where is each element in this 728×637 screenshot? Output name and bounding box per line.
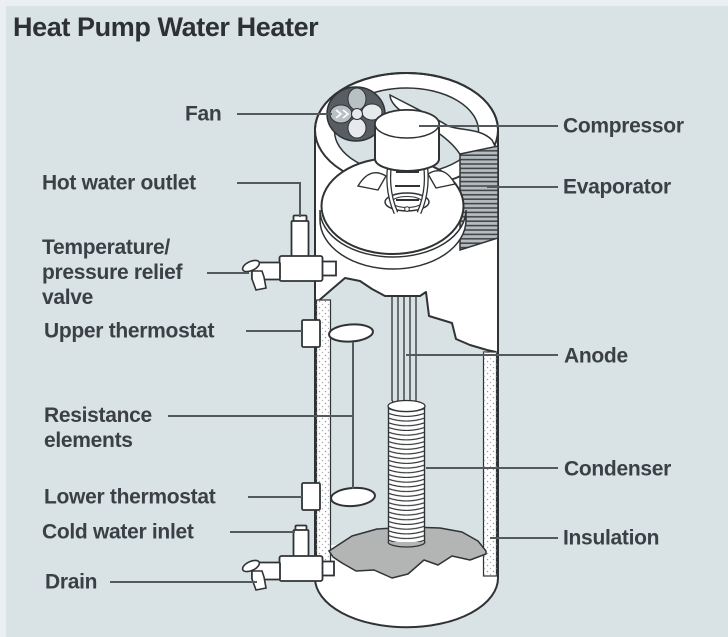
cold-water-inlet-pipe	[241, 524, 335, 591]
leader-line-resistance-elements	[168, 342, 354, 489]
label-compressor: Compressor	[563, 114, 684, 138]
label-fan: Fan	[185, 102, 222, 126]
drain-valve	[241, 559, 267, 591]
label-resistance-line1: Resistance	[44, 404, 152, 427]
label-drain: Drain	[45, 570, 98, 594]
label-condenser: Condenser	[564, 457, 671, 481]
label-tp-relief-valve: Temperature/ pressure relief valve	[42, 235, 183, 310]
label-lower-thermostat: Lower thermostat	[44, 485, 216, 509]
relief-valve	[241, 259, 267, 291]
compressor-illustration	[374, 109, 440, 172]
label-tp-relief-line1: Temperature/	[42, 236, 170, 259]
hot-water-outlet-pipe	[241, 214, 337, 291]
label-cold-water-inlet: Cold water inlet	[42, 520, 194, 544]
leader-line-hot-water-outlet	[237, 182, 301, 217]
label-insulation: Insulation	[563, 526, 660, 550]
label-upper-thermostat: Upper thermostat	[44, 319, 215, 343]
label-resistance-line2: elements	[44, 429, 133, 452]
label-tp-relief-line2: pressure relief	[42, 261, 183, 284]
insulation-right-wall	[482, 351, 498, 577]
label-anode: Anode	[564, 344, 628, 368]
label-resistance-elements: Resistance elements	[44, 403, 152, 453]
diagram-title: Heat Pump Water Heater	[13, 12, 319, 42]
compressor-mount	[356, 157, 457, 215]
leader-lines	[110, 113, 558, 583]
label-tp-relief-line3: valve	[42, 286, 94, 309]
label-evaporator: Evaporator	[563, 175, 671, 199]
evaporator-coil	[459, 145, 499, 252]
upper-thermostat-illustration	[301, 319, 321, 348]
lower-thermostat-illustration	[301, 482, 321, 511]
label-hot-water-outlet: Hot water outlet	[42, 171, 196, 195]
resistance-element-upper	[328, 323, 374, 343]
condenser-coil-illustration	[387, 399, 426, 548]
